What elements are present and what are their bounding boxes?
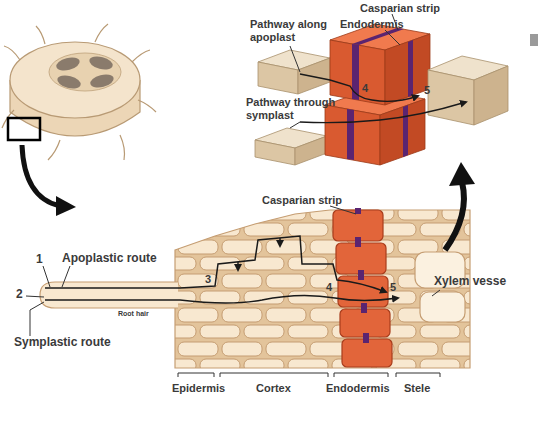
cortex-blocks — [258, 62, 298, 94]
inset-routes — [290, 46, 300, 72]
tissue-label: Stele — [404, 382, 430, 395]
casparian-strip-marks — [355, 208, 369, 343]
leader-lines — [62, 266, 70, 287]
leader-lines — [26, 296, 44, 297]
endodermis-cells — [342, 339, 392, 367]
endodermis-cells — [340, 309, 390, 337]
leader-lines — [396, 373, 440, 377]
root-tissue — [420, 292, 465, 322]
water-routes — [237, 262, 239, 270]
part-label: Xylem vesse — [434, 275, 506, 289]
part-label: Root hair — [118, 310, 149, 318]
stele-block — [428, 56, 508, 125]
leader-lines — [432, 290, 440, 296]
endodermis-blocks — [325, 105, 380, 165]
leader-lines — [26, 206, 440, 377]
casparian-strip-marks — [355, 208, 361, 214]
cortex-blocks — [295, 136, 327, 165]
root-tissue — [40, 282, 178, 308]
callout-number: 2 — [16, 288, 23, 302]
leader-lines — [334, 373, 388, 377]
part-label: Casparian strip — [262, 194, 342, 207]
callout-number: 1 — [36, 253, 43, 267]
root-cross-section — [89, 72, 115, 90]
water-routes — [279, 238, 281, 246]
tissue-label: Endodermis — [326, 382, 390, 395]
endodermis-blocks — [385, 34, 430, 105]
stele-block — [474, 66, 508, 125]
inset-routes — [385, 30, 400, 45]
casparian-strip-marks — [358, 270, 364, 280]
endodermis-cells — [333, 210, 392, 367]
leader-lines — [178, 373, 214, 377]
tissue-label: Cortex — [256, 382, 291, 395]
zoom-arrow — [56, 196, 76, 216]
endodermis-blocks — [325, 24, 430, 165]
root-cross-section — [10, 42, 140, 118]
endodermis-cells — [333, 210, 383, 241]
callout-number: 3 — [205, 273, 211, 286]
water-routes — [45, 295, 398, 303]
leader-lines — [30, 302, 44, 336]
route-label: Apoplastic route — [62, 252, 157, 266]
tissue-label: Epidermis — [172, 382, 225, 395]
part-label: Endodermis — [340, 18, 404, 31]
callout-number: 5 — [424, 84, 430, 97]
stele-block — [428, 70, 474, 125]
casparian-strip-marks — [355, 237, 361, 247]
inset-routes — [290, 14, 466, 128]
part-label: Casparian strip — [360, 2, 440, 15]
inset-routes — [290, 122, 300, 128]
root-cross-section — [56, 73, 82, 91]
root-tissue — [175, 210, 470, 368]
pathway-label: Pathway along apoplast — [250, 18, 342, 43]
casparian-strip-bands — [352, 28, 404, 45]
water-routes — [45, 236, 398, 303]
water-routes — [45, 236, 386, 292]
leader-lines — [330, 206, 356, 214]
endodermis-blocks — [380, 99, 425, 165]
zoom-arrow — [22, 145, 76, 216]
zoom-arrow — [22, 145, 60, 206]
pathway-label: Pathway through symplast — [246, 96, 338, 121]
leader-lines — [43, 266, 50, 287]
cortex-blocks — [255, 140, 295, 165]
casparian-strip-marks — [361, 303, 367, 313]
root-cross-section — [2, 24, 156, 160]
callout-number: 4 — [362, 82, 368, 95]
casparian-strip-marks — [363, 333, 369, 343]
casparian-strip-bands — [347, 109, 354, 160]
edge-mark — [530, 34, 538, 46]
root-cross-section — [2, 24, 156, 160]
zoom-arrow — [449, 162, 475, 186]
root-cross-section — [8, 118, 40, 140]
cortex-blocks — [298, 58, 330, 94]
callout-number: 5 — [390, 281, 396, 294]
leader-lines — [220, 373, 328, 377]
zoom-arrow — [445, 182, 464, 250]
endodermis-cells — [336, 243, 386, 274]
root-cross-section — [49, 53, 121, 91]
route-label: Symplastic route — [14, 336, 111, 350]
callout-number: 4 — [326, 281, 332, 294]
zoom-arrow — [445, 162, 475, 250]
root-cross-section — [55, 55, 81, 73]
casparian-strip-bands — [403, 105, 408, 157]
casparian-strip-bands — [408, 40, 413, 97]
root-cross-section — [88, 54, 114, 72]
